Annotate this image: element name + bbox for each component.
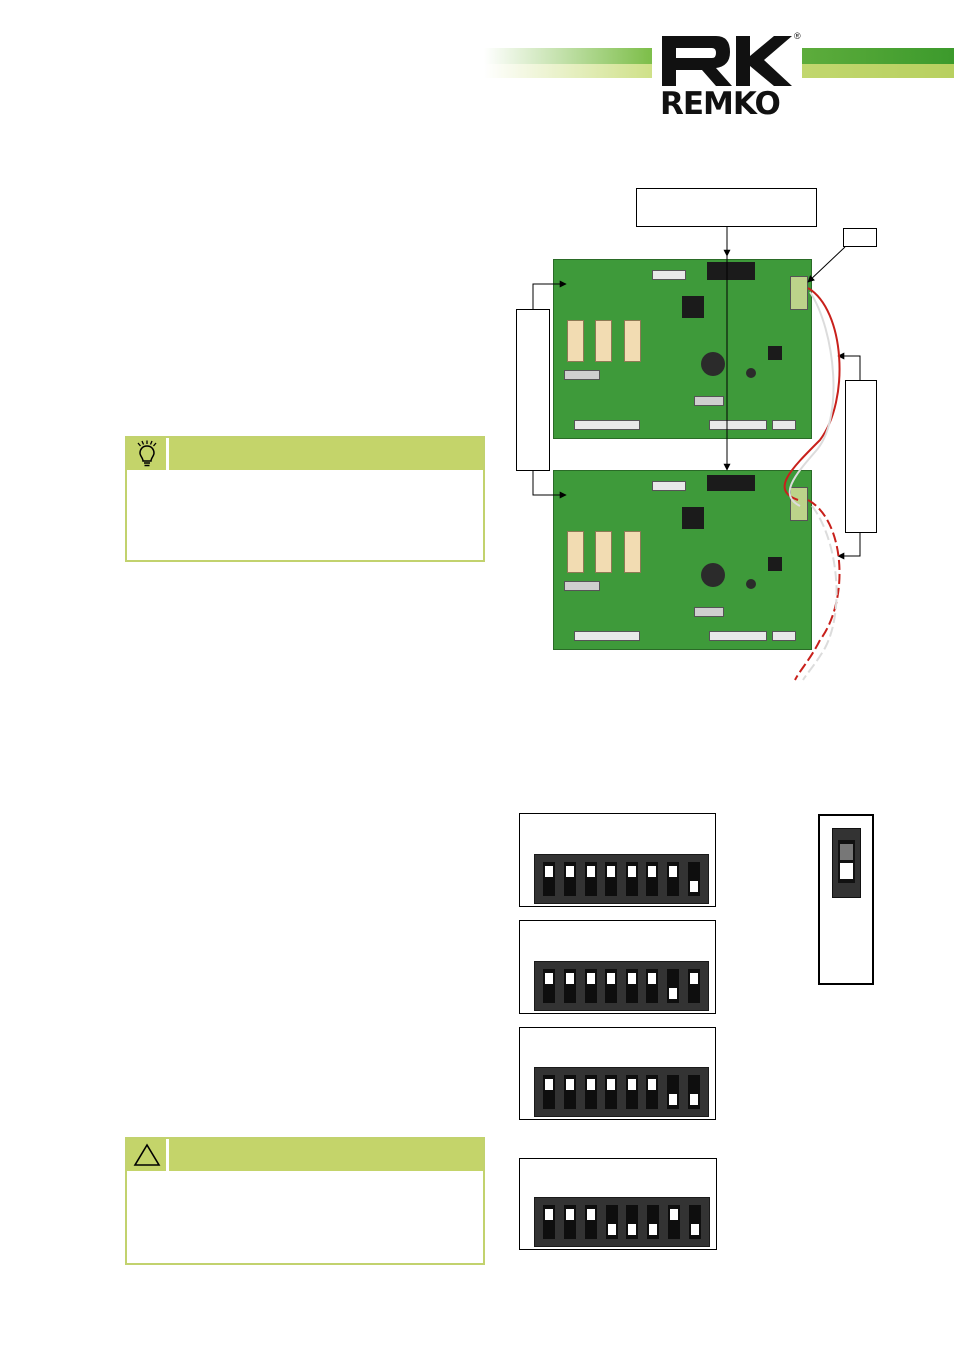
dip-toggle[interactable] — [667, 862, 680, 896]
dip-toggle[interactable] — [584, 969, 597, 1003]
figure-connectors — [532, 227, 861, 681]
pcb-board-upper — [553, 259, 812, 439]
dip-toggle[interactable] — [687, 1075, 700, 1109]
lightbulb-icon — [127, 438, 169, 470]
dip-toggle[interactable] — [687, 969, 700, 1003]
dip-toggle[interactable] — [647, 1205, 660, 1239]
single-switch-box — [818, 814, 874, 985]
dip-toggle[interactable] — [625, 1075, 638, 1109]
dip-toggle[interactable] — [584, 1205, 597, 1239]
logo-wordmark: REMKO — [660, 86, 781, 122]
warning-triangle-icon — [127, 1139, 169, 1171]
dip-toggle[interactable] — [563, 862, 576, 896]
dip-toggle[interactable] — [564, 1205, 577, 1239]
pcb-board-lower — [553, 470, 812, 650]
dip-switch-3-body — [534, 1067, 709, 1117]
dip-toggle[interactable] — [646, 1075, 659, 1109]
dip-toggle[interactable] — [626, 1205, 639, 1239]
dip-toggle[interactable] — [543, 862, 556, 896]
note-tip-header — [127, 438, 483, 470]
dip-toggle[interactable] — [605, 1205, 618, 1239]
dip-toggle[interactable] — [625, 969, 638, 1003]
note-warning-header — [127, 1139, 483, 1171]
note-box-warning — [125, 1137, 485, 1265]
figure-top-label-box — [636, 188, 817, 227]
dip-toggle[interactable] — [605, 1075, 618, 1109]
dip-toggle[interactable] — [563, 969, 576, 1003]
dip-toggle[interactable] — [625, 862, 638, 896]
dip-toggle[interactable] — [605, 862, 618, 896]
dip-toggle[interactable] — [605, 969, 618, 1003]
dip-switch-4-body — [534, 1197, 710, 1247]
dip-switch-block-4 — [519, 1158, 717, 1250]
dip-toggle[interactable] — [667, 969, 680, 1003]
dip-toggle[interactable] — [688, 1205, 701, 1239]
dip-toggle[interactable] — [646, 969, 659, 1003]
dip-toggle[interactable] — [687, 862, 700, 896]
dip-switch-block-3 — [519, 1027, 716, 1120]
dip-switch-block-2 — [519, 920, 716, 1014]
logo: REMKO ® — [652, 30, 802, 126]
dip-toggle[interactable] — [667, 1075, 680, 1109]
figure-right-label-box — [845, 380, 877, 533]
single-switch-body — [832, 828, 861, 898]
single-switch-toggle[interactable] — [838, 840, 855, 883]
figure-small-label-box — [843, 228, 877, 247]
figure-left-label-box — [516, 309, 550, 471]
dip-toggle[interactable] — [667, 1205, 680, 1239]
remko-logo-mark — [662, 36, 792, 86]
dip-toggle[interactable] — [543, 1075, 556, 1109]
dip-toggle[interactable] — [543, 1205, 556, 1239]
dip-toggle[interactable] — [584, 1075, 597, 1109]
registered-mark: ® — [794, 31, 801, 41]
dip-switch-1-body — [534, 854, 709, 904]
note-box-tip — [125, 436, 485, 562]
dip-toggle[interactable] — [646, 862, 659, 896]
dip-toggle[interactable] — [584, 862, 597, 896]
dip-switch-block-1 — [519, 813, 716, 907]
dip-toggle[interactable] — [563, 1075, 576, 1109]
dip-switch-2-body — [534, 961, 709, 1011]
dip-toggle[interactable] — [543, 969, 556, 1003]
